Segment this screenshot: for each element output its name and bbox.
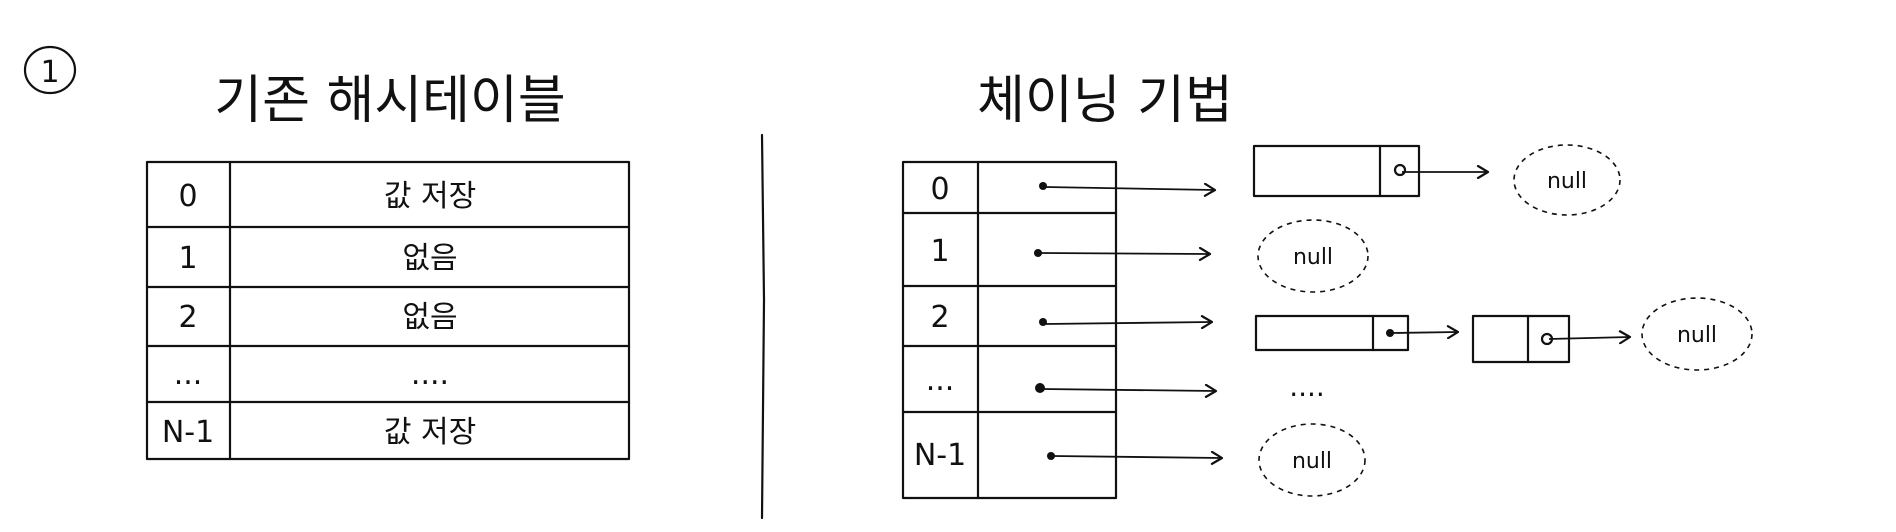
section-number: 1 — [40, 55, 59, 90]
null-node — [1258, 423, 1366, 497]
chain-ellipsis: .... — [1289, 370, 1325, 403]
chain-row-3: .... — [1041, 370, 1325, 403]
left-row-0-index: 0 — [178, 179, 197, 214]
null-node — [1513, 144, 1621, 216]
pointer-dot — [1039, 182, 1047, 190]
chain-row-1: null — [1039, 219, 1369, 293]
left-row-1-index: 1 — [178, 241, 197, 276]
chain-node — [1252, 144, 1421, 198]
pointer-dot — [1034, 249, 1042, 257]
arrow — [1041, 389, 1216, 391]
right-row-0-index: 0 — [930, 172, 949, 207]
null-node — [1257, 219, 1369, 293]
null-label: null — [1292, 449, 1332, 474]
chain-node — [1254, 314, 1410, 352]
basic-hash-table: 0 값 저장 1 없음 2 없음 ... .... N-1 값 저장 — [145, 160, 631, 461]
arrow — [1052, 456, 1222, 458]
arrow — [1039, 253, 1210, 254]
right-row-3-index: ... — [926, 363, 955, 398]
left-row-3-value: .... — [411, 357, 449, 392]
chain-row-4: null — [1052, 423, 1366, 497]
right-row-1-index: 1 — [930, 234, 949, 269]
pointer-dot — [1047, 452, 1055, 460]
chain-row-0: null — [1044, 144, 1621, 216]
right-row-2-index: 2 — [930, 300, 949, 335]
left-row-4-value: 값 저장 — [384, 415, 476, 450]
right-row-4-index: N-1 — [914, 438, 966, 473]
left-row-2-value: 없음 — [402, 300, 457, 335]
chain-row-2: null — [1044, 297, 1753, 371]
left-row-0-value: 값 저장 — [384, 179, 476, 214]
left-title: 기존 해시테이블 — [214, 71, 565, 131]
null-label: null — [1547, 169, 1587, 194]
section-divider — [760, 133, 766, 520]
arrow — [1044, 322, 1212, 324]
chaining-table: 0 1 2 ... N-1 — [901, 160, 1118, 500]
pointer-dot — [1035, 383, 1045, 393]
arrow — [1044, 187, 1215, 190]
left-row-4-index: N-1 — [162, 415, 214, 450]
null-label: null — [1293, 245, 1333, 270]
left-row-2-index: 2 — [178, 300, 197, 335]
null-node — [1641, 297, 1753, 371]
arrow — [1548, 337, 1630, 339]
null-label: null — [1677, 323, 1717, 348]
arrow — [1391, 332, 1458, 333]
left-row-1-value: 없음 — [402, 241, 457, 276]
left-row-3-index: ... — [174, 357, 203, 392]
right-title: 체이닝 기법 — [977, 71, 1233, 131]
section-number-badge: 1 — [23, 45, 77, 95]
